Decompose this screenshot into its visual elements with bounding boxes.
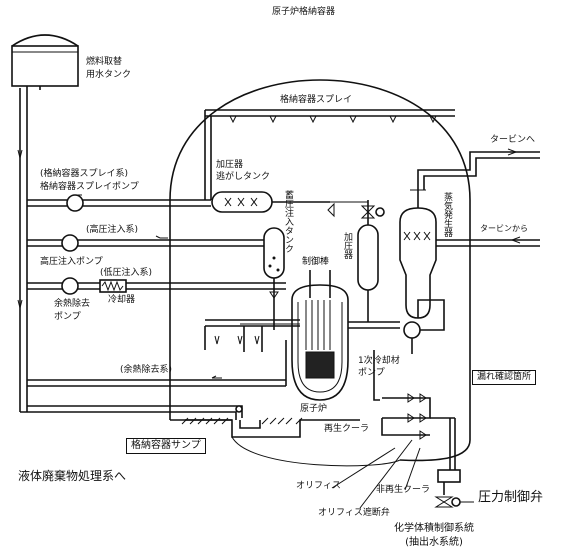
accumulator-tank bbox=[263, 227, 285, 330]
label-residual-heat-system: (余熱除去系) bbox=[120, 365, 173, 375]
label-accumulator-tank: 蓄圧注入タンク bbox=[283, 190, 293, 253]
label-reactor: 原子炉 bbox=[300, 404, 328, 414]
label-low-pressure-system: (低圧注入系) bbox=[100, 268, 153, 278]
label-steam-generator: 蒸気発生器 bbox=[442, 192, 452, 237]
pressurizer-relief-tank bbox=[211, 191, 273, 213]
label-from-turbine: タービンから bbox=[480, 224, 528, 233]
label-pressurizer: 加圧器 bbox=[342, 232, 352, 259]
label-cvcs: 化学体積制御系統 (抽出水系統) bbox=[394, 523, 474, 548]
spray-header bbox=[204, 109, 455, 200]
fuel-water-tank bbox=[11, 34, 79, 90]
label-residual-heat-pump: 余熱除去 ポンプ bbox=[54, 299, 91, 322]
label-pressurizer-relief-tank: 加圧器 逃がしタンク bbox=[216, 160, 271, 182]
label-leak-check-point: 漏れ確認箇所 bbox=[472, 370, 537, 385]
label-primary-coolant-pump: 1次冷却材 ポンプ bbox=[358, 356, 400, 378]
label-to-turbine: タービンへ bbox=[490, 135, 536, 145]
high-pressure-pump bbox=[61, 234, 79, 252]
label-fuel-water-tank: 燃料取替 用水タンク bbox=[86, 57, 132, 80]
label-pressure-control-valve: 圧力制御弁 bbox=[478, 490, 544, 505]
label-high-pressure-pump: 高圧注入ポンプ bbox=[40, 257, 103, 267]
label-containment-vessel: 原子炉格納容器 bbox=[272, 7, 336, 17]
primary-coolant-pump bbox=[403, 299, 445, 354]
steam-generator bbox=[399, 189, 437, 319]
label-containment-spray: 格納容器スプレイ bbox=[280, 95, 353, 105]
label-orifice-isolation-valve: オリフィス遮断弁 bbox=[318, 508, 390, 518]
label-spray-pump: 格納容器スプレイポンプ bbox=[40, 182, 139, 192]
label-non-regen-cooler: 非再生クーラ bbox=[376, 485, 431, 495]
label-orifice: オリフィス bbox=[296, 481, 341, 491]
cooler-symbol bbox=[99, 279, 127, 293]
label-containment-sump: 格納容器サンプ bbox=[126, 438, 206, 454]
spray-pump bbox=[66, 194, 84, 212]
label-regen-cooler: 再生クーラ bbox=[324, 424, 370, 434]
letdown-piping bbox=[373, 350, 461, 508]
pressurizer bbox=[357, 200, 385, 322]
label-liquid-waste: 液体廃棄物処理系へ bbox=[18, 469, 127, 483]
label-control-rod: 制御棒 bbox=[302, 257, 330, 267]
label-cooler: 冷却器 bbox=[108, 295, 136, 305]
label-spray-system: (格納容器スプレイ系) bbox=[40, 169, 129, 179]
containment-sump bbox=[181, 417, 303, 429]
residual-heat-pump bbox=[61, 277, 79, 295]
reactor-vessel bbox=[291, 270, 349, 401]
label-high-pressure-system: (高圧注入系) bbox=[86, 225, 139, 235]
